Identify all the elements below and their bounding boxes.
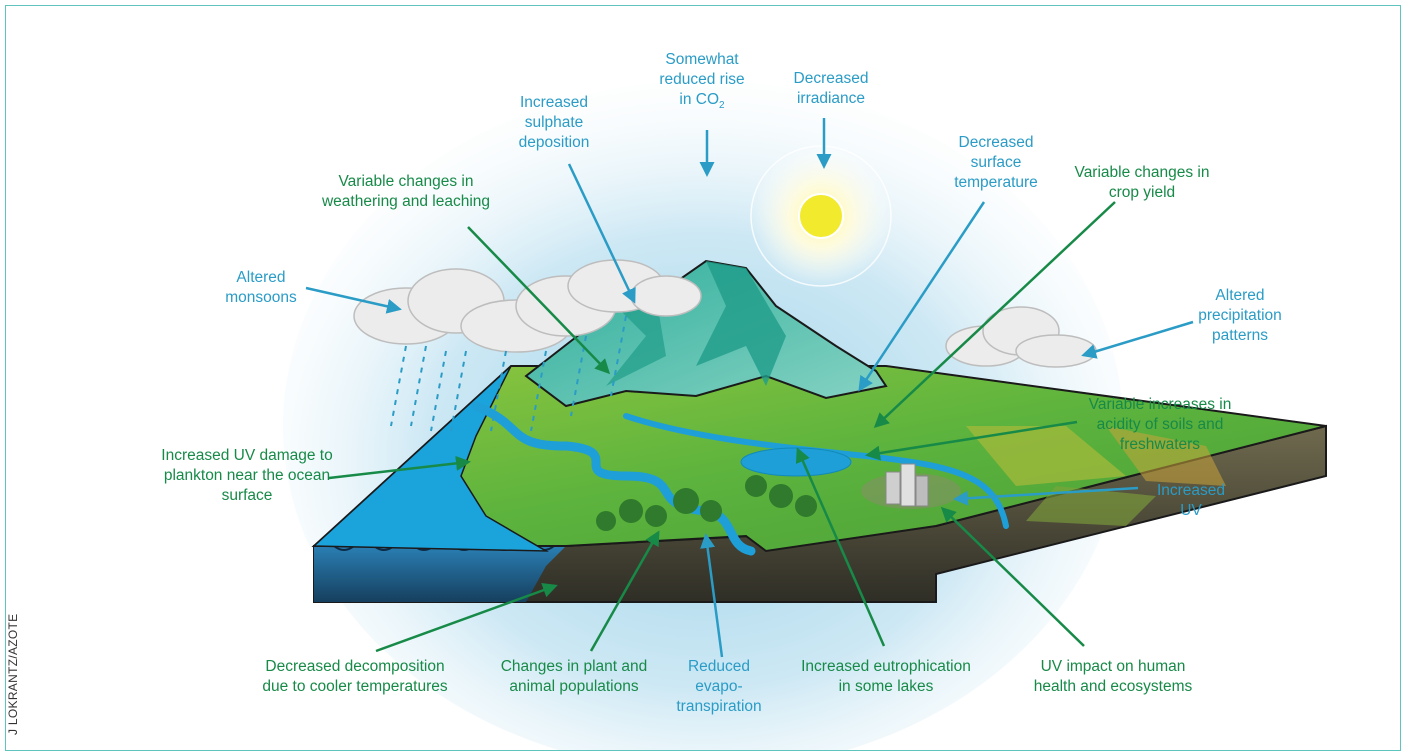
label-monsoons: Altered monsoons xyxy=(225,269,297,306)
sea-cross-section xyxy=(314,546,566,602)
sun xyxy=(749,144,893,288)
label-sulphate-deposition: Increased sulphate deposition xyxy=(518,94,590,151)
label-uv: Increased UV xyxy=(1156,482,1226,519)
cloud-left xyxy=(353,259,702,353)
label-populations: Changes in plant and animal populations xyxy=(500,658,648,695)
blue-arrows xyxy=(305,118,1194,658)
label-decomposition: Decreased decomposition due to cooler te… xyxy=(262,658,448,695)
label-acidity: Variable increases in acidity of soils a… xyxy=(1088,396,1232,453)
trees xyxy=(596,475,817,531)
rain xyxy=(390,315,627,432)
label-eutrophication: Increased eutrophication in some lakes xyxy=(801,658,971,695)
ocean-surface xyxy=(312,365,549,552)
label-surface-temperature: Decreased surface temperature xyxy=(954,134,1038,191)
label-plankton: Increased UV damage to plankton near the… xyxy=(161,447,333,504)
image-credit: J LOKRANTZ/AZOTE xyxy=(6,613,20,735)
city xyxy=(861,463,961,509)
label-co2: Somewhat reduced rise in CO2 xyxy=(659,51,745,112)
label-evapotranspiration: Reduced evapo- transpiration xyxy=(676,658,762,715)
figure-frame: Somewhat reduced rise in CO2 Decreased i… xyxy=(5,5,1401,751)
green-arrows xyxy=(328,201,1116,653)
label-weathering-leaching: Variable changes in weathering and leach… xyxy=(321,173,491,210)
earth-system-illustration xyxy=(283,81,1327,750)
cloud-right xyxy=(945,306,1097,368)
lake xyxy=(740,447,852,477)
label-human-health: UV impact on human health and ecosystems xyxy=(1033,658,1193,695)
label-irradiance: Decreased irradiance xyxy=(793,70,869,107)
label-precipitation: Altered precipitation patterns xyxy=(1198,287,1282,344)
label-crop-yield: Variable changes in crop yield xyxy=(1074,164,1210,201)
